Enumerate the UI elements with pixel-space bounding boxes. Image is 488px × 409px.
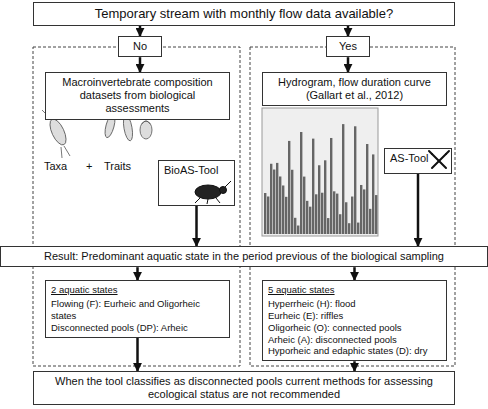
node-text: Yes [332, 40, 364, 53]
hydrograph-bar [279, 176, 281, 234]
hydrograph-bar [309, 207, 311, 234]
hydrograph-bar [315, 194, 317, 234]
hydrograph-bar [273, 170, 275, 234]
hydrograph-bar [330, 138, 332, 234]
hydrograph-bar [276, 163, 278, 234]
flow-arrow [353, 267, 356, 280]
hydrograph-bar [288, 141, 290, 234]
dashed-region [250, 47, 455, 366]
hydrograph-bar [327, 218, 329, 234]
flow-arrow [136, 267, 139, 280]
flow-arrow [195, 206, 198, 246]
process-box: Macroinvertebrate composition datasets f… [45, 72, 230, 120]
flow-arrow [347, 57, 350, 72]
hydrograph-bar [324, 160, 326, 234]
hydrograph-bar [354, 126, 356, 234]
hydrograph-bar [318, 165, 320, 234]
hydrograph-bar [369, 209, 371, 234]
dashed-region [33, 47, 240, 366]
hydrograph-bar [351, 197, 353, 234]
flow-arrow [347, 26, 350, 36]
hydrograph-bar [360, 185, 362, 234]
hydrograph-bar [321, 193, 323, 234]
hydrograph-bar [348, 223, 350, 234]
hydrograph-bar [282, 185, 284, 234]
hydrograph-frame [262, 108, 378, 236]
hydrograph-bar [342, 124, 344, 234]
states-box: 2 aquatic statesFlowing (F): Eurheic and… [45, 280, 230, 338]
hydrograph-bar [303, 177, 305, 234]
flow-arrow [136, 338, 139, 372]
beetle-icon [195, 181, 231, 204]
hydrograph-bar [372, 154, 374, 234]
node-text: Disconnected pools (DP): Arheic [51, 322, 224, 334]
illustration-label: Taxa [44, 160, 67, 172]
answer-box: No [118, 36, 162, 57]
flow-arrow [139, 57, 142, 72]
tool-box: AS-Tool [384, 148, 452, 174]
node-text: No [124, 40, 156, 53]
states-box: 5 aquatic statesHyperrheic (H): floodEur… [262, 280, 447, 361]
illustration-label: + [86, 160, 92, 172]
hydrograph-bar [345, 202, 347, 234]
node-text: Oligorheic (O): connected pools [268, 322, 441, 334]
answer-box: Yes [326, 36, 370, 57]
node-text: AS-Tool [390, 152, 446, 165]
node-text: Hydrogram, flow duration curve (Gallart … [268, 76, 441, 102]
node-text: BioAS-Tool [164, 164, 229, 177]
node-text: Flowing (F): Eurheic and Oligorheic stat… [51, 298, 224, 322]
hydrograph-bar [291, 170, 293, 234]
hydrograph-bar [285, 197, 287, 234]
hydrograph-bar [366, 144, 368, 234]
result-box: Result: Predominant aquatic state in the… [0, 246, 488, 267]
tool-box: BioAS-Tool [158, 160, 235, 206]
hydrograph-bars [264, 124, 377, 234]
node-text: Hyporheic and edaphic states (D): dry [268, 345, 441, 357]
illustration-label: Traits [104, 160, 131, 172]
hydrograph-bar [306, 201, 308, 234]
node-text: Hyperrheic (H): flood [268, 298, 441, 310]
hydrograph-bar [297, 226, 299, 234]
hydrograph-bar [312, 139, 314, 234]
hydrograph-bar [375, 195, 377, 234]
hydrograph-bar [333, 191, 335, 234]
pliers-icon [429, 151, 449, 168]
node-text: Result: Predominant aquatic state in the… [6, 250, 482, 263]
flow-arrow [139, 26, 142, 36]
node-text: When the tool classifies as disconnected… [39, 375, 449, 401]
hydrograph-bar [363, 189, 365, 234]
node-text: Macroinvertebrate composition datasets f… [51, 76, 224, 116]
hydrograph-bar [300, 132, 302, 234]
node-text: Eurheic (E): riffles [268, 310, 441, 322]
hydrograph-bar [336, 194, 338, 234]
hydrograph-bar [339, 214, 341, 234]
hydrograph-bar [264, 193, 266, 234]
hydrograph-bar [357, 223, 359, 234]
node-text: Temporary stream with monthly flow data … [39, 6, 449, 22]
node-text: 5 aquatic states [268, 284, 441, 296]
hydrograph-bar [267, 196, 269, 234]
flow-arrow [353, 361, 356, 371]
flow-arrow [417, 174, 420, 246]
node-text: 2 aquatic states [51, 284, 224, 296]
note-box: When the tool classifies as disconnected… [33, 371, 455, 405]
process-box: Hydrogram, flow duration curve (Gallart … [262, 72, 447, 106]
question-box: Temporary stream with monthly flow data … [33, 2, 455, 26]
node-text: Arheic (A): disconnected pools [268, 334, 441, 346]
hydrograph-bar [294, 218, 296, 234]
hydrograph-bar [270, 164, 272, 234]
